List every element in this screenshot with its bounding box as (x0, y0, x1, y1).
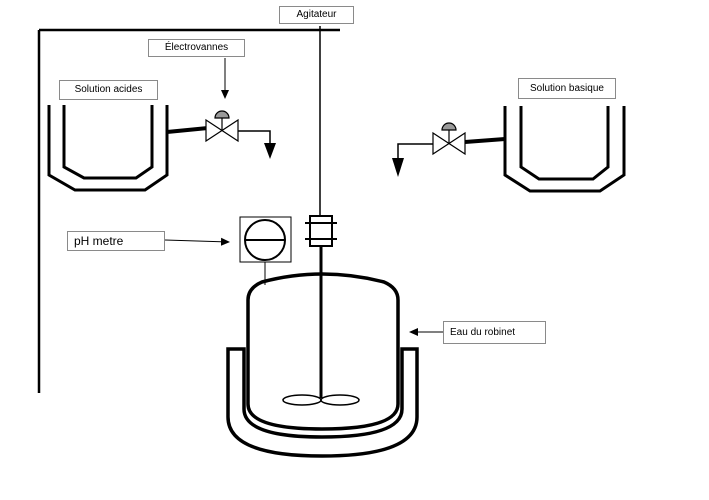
acid-supply-pipe (166, 126, 209, 134)
electrovannes-label: Électrovannes (148, 39, 245, 57)
reactor-vessel (246, 272, 400, 431)
acid-electrovalve (205, 110, 239, 143)
base-supply-pipe (464, 137, 506, 144)
agitateur-label: Agitateur (279, 6, 354, 24)
acid-outlet-arrow (238, 130, 276, 159)
ph-metre-pointer-arrow (164, 237, 230, 246)
agitator (282, 26, 360, 406)
base-solution-tank (503, 106, 626, 193)
base-electrovalve (432, 122, 466, 156)
eau-du-robinet-label: Eau du robinet (443, 321, 546, 344)
reactor-jacket (226, 347, 419, 458)
base-outlet-arrow (392, 143, 433, 177)
acid-solution-tank (47, 105, 169, 192)
ph-metre-label: pH metre (67, 231, 165, 251)
support-frame (37, 28, 340, 393)
ph-meter (239, 216, 292, 285)
solution-basique-label: Solution basique (518, 78, 616, 99)
solution-acides-label: Solution acides (59, 80, 158, 100)
